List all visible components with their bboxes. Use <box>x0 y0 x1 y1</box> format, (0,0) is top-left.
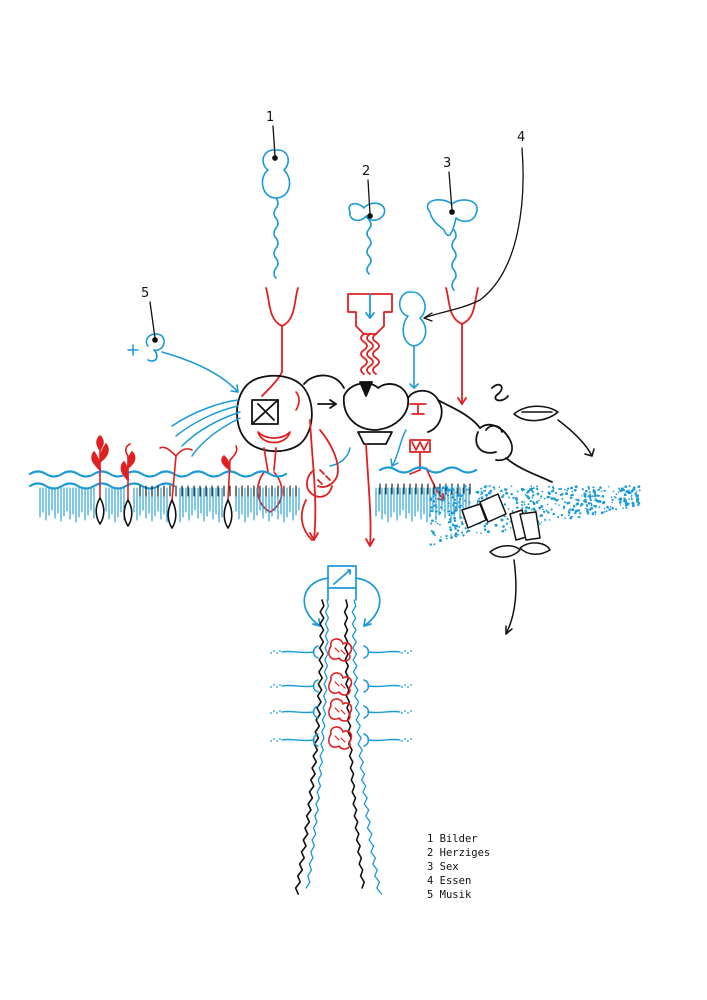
marker-number-5: 5 <box>141 286 150 301</box>
hatched-ground <box>39 483 471 523</box>
legend-item: 1 Bilder <box>427 833 478 845</box>
legend-item: 4 Essen <box>427 875 472 887</box>
red-transformer <box>347 293 393 375</box>
marker-number-4: 4 <box>517 130 526 145</box>
legend: 1 Bilder 2 Herziges 3 Sex 4 Essen 5 Musi… <box>427 832 490 902</box>
marker-number-3: 3 <box>443 156 452 171</box>
spinal-junction <box>303 565 381 627</box>
marker-number-2: 2 <box>362 164 371 179</box>
sensor-head-3 <box>426 199 478 291</box>
sensor-head-4 <box>398 291 427 389</box>
sensor-head-5 <box>127 333 239 393</box>
red-channels <box>300 419 375 547</box>
sensor-head-1 <box>261 149 291 279</box>
right-objects <box>461 405 595 635</box>
red-forks <box>261 287 479 405</box>
stippled-ground <box>428 484 641 546</box>
spinal-cord <box>270 599 412 895</box>
legend-item: 2 Herziges <box>427 847 491 859</box>
legend-item: 3 Sex <box>427 861 459 873</box>
brain-cluster <box>236 374 553 483</box>
legend-item: 5 Musik <box>427 889 472 901</box>
water-line <box>28 466 478 490</box>
sensor-head-2 <box>348 202 386 275</box>
number-leaders <box>149 125 524 343</box>
sprouts <box>91 435 238 529</box>
marker-number-1: 1 <box>266 110 275 125</box>
brain-blue-details <box>171 399 407 467</box>
